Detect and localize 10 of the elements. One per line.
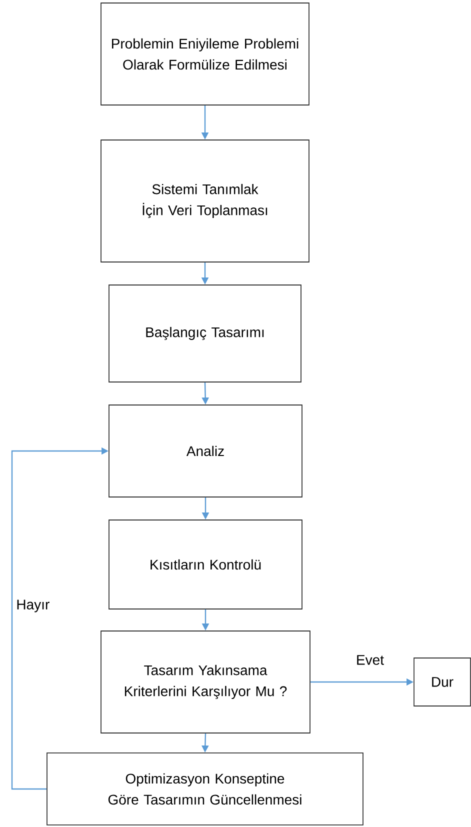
edge-label: Hayır [17,600,50,612]
process-box: Sistemi Tanımlak İçin Veri Toplanması [100,140,310,262]
process-box: Dur [414,658,471,706]
process-box: Tasarım Yakınsama Kriterlerini Karşılıyor Mu ? [100,630,310,734]
process-box: Başlangıç Tasarımı [108,284,302,382]
edge-label: Evet [357,655,384,665]
process-box: Analiz [108,404,302,498]
process-box: Kısıtların Kontrolü [108,520,302,610]
process-box: Problemin Eniyileme Problemi Olarak Formülize Edilmesi [100,2,310,106]
process-box: Optimizasyon Konseptine Göre Tasarımın Güncellenmesi [46,752,364,826]
